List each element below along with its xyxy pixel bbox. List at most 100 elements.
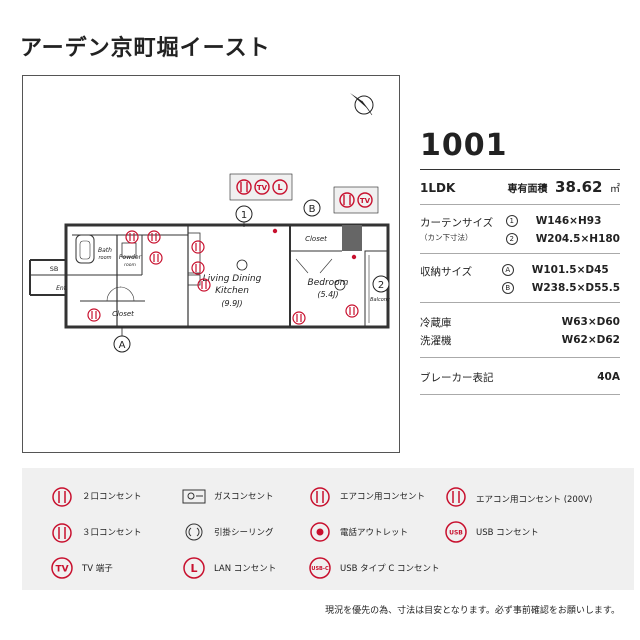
fridge-label: 冷蔵庫 [420, 316, 452, 329]
legend-item-ceiling-hook: 引掛シーリング [182, 520, 274, 544]
ceiling-hook-icon [334, 279, 346, 291]
storage-size-section: 収納サイズ A W101.5×D45 B W238.5×D55.5 [420, 264, 620, 303]
storage-a-mark: A [501, 264, 514, 276]
gas-outlet-icon [182, 489, 206, 504]
curtain-size-section: カーテンサイズ （カン下寸法） 1 W146×H93 2 W204.5×H180 [420, 215, 620, 254]
fridge-row: 冷蔵庫 W63×D60 [420, 313, 620, 331]
ldk-label-line1: Living Dining [203, 274, 262, 284]
appliance-section: 冷蔵庫 W63×D60 洗濯機 W62×D62 [420, 313, 620, 358]
svg-text:2: 2 [378, 280, 384, 291]
breaker-value: 40A [597, 371, 620, 383]
legend-panel: ２口コンセント ガスコンセント エアコン用コンセント エアコン用コンセント (2… [22, 468, 634, 590]
legend-item-outlet-2: ２口コンセント [50, 484, 142, 508]
svg-text:A: A [119, 340, 126, 351]
svg-text:TV: TV [360, 197, 371, 205]
legend-item-outlet-3: ３口コンセント [50, 520, 142, 544]
outlet-2-icon [87, 308, 101, 322]
usb-c-outlet-icon: USB-C [309, 557, 331, 579]
svg-text:L: L [277, 183, 282, 192]
outlet-cluster-bedroom: TV [333, 186, 379, 214]
floor-plan: Living Dining Kitchen (9.9J) Bedroom (5.… [29, 93, 391, 353]
property-title: アーデン京町堀イースト [20, 36, 271, 61]
storage-row-a: A W101.5×D45 [501, 264, 620, 276]
compass-icon [350, 93, 374, 116]
curtain-row-2: 2 W204.5×H180 [505, 233, 620, 245]
washer-value: W62×D62 [561, 334, 620, 346]
washer-label: 洗濯機 [420, 334, 452, 347]
window-marker-2: 2 [372, 275, 390, 293]
window-2-mark: 2 [505, 233, 518, 245]
footer-note: 現況を優先の為、寸法は目安となります。必ず事前確認をお願いします。 [325, 606, 620, 616]
svg-text:USB: USB [449, 530, 463, 537]
curtain-label: カーテンサイズ [420, 217, 494, 229]
storage-b-value: W238.5×D55.5 [531, 282, 620, 294]
outlet-2-icon [125, 230, 139, 244]
washer-row: 洗濯機 W62×D62 [420, 331, 620, 349]
lan-outlet-icon: L [272, 179, 288, 195]
layout-area-row: 1LDK 専有面積 38.62 ㎡ [420, 178, 620, 205]
legend-item-usb: USB USB コンセント [444, 520, 539, 544]
tv-terminal-icon: TV [254, 179, 270, 195]
floor-plan-frame [22, 75, 400, 453]
legend-item-lan: L LAN コンセント [182, 556, 276, 580]
outlet-2-icon [191, 261, 205, 275]
outlet-2-icon [292, 311, 306, 325]
bath-sub-label: room [98, 255, 111, 261]
lan-outlet-icon: L [183, 557, 205, 579]
tv-terminal-icon: TV [357, 192, 373, 208]
outlet-2-icon [52, 487, 72, 507]
plan-outlets [87, 230, 359, 325]
svg-text:TV: TV [257, 184, 268, 192]
storage-b-mark: B [501, 282, 514, 294]
legend-item-tv: TV TV 端子 [50, 556, 113, 580]
outlet-2-icon [197, 278, 211, 292]
outlet-cluster-ldk: TV L [229, 173, 293, 201]
storage-marker-a: A [113, 327, 131, 353]
powder-label: Powder [119, 254, 142, 261]
area-group: 専有面積 38.62 ㎡ [508, 178, 620, 196]
ldk-size: (9.9J) [221, 299, 242, 308]
outlet-2-icon [191, 240, 205, 254]
closet-bottom-label: Closet [112, 310, 134, 318]
tv-terminal-icon: TV [51, 557, 73, 579]
usb-outlet-icon: USB [445, 521, 467, 543]
area-unit: ㎡ [610, 184, 620, 195]
fridge-value: W63×D60 [561, 316, 620, 328]
legend-item-ac-200v: エアコン用コンセント (200V) [444, 484, 592, 514]
spec-panel: 1001 1LDK 専有面積 38.62 ㎡ カーテンサイズ （カン下寸法） 1… [420, 128, 620, 405]
outlet-2-icon [149, 251, 163, 265]
phone-outlets [272, 228, 357, 260]
outlet-3-icon [52, 523, 72, 543]
sb-label: SB [50, 265, 59, 273]
layout-type: 1LDK [420, 181, 456, 195]
svg-text:1: 1 [241, 210, 247, 221]
svg-text:TV: TV [55, 565, 68, 575]
bath-label: Bath [98, 247, 112, 254]
breaker-row: ブレーカー表記 40A [420, 368, 620, 386]
storage-label: 収納サイズ [420, 266, 473, 278]
outlet-2-icon [147, 230, 161, 244]
ceiling-hook-icon [185, 523, 203, 541]
area-value: 38.62 [555, 178, 603, 196]
ldk-label-line2: Kitchen [215, 286, 249, 296]
legend-item-usb-c: USB-C USB タイプ C コンセント [308, 556, 440, 580]
ac-outlet-icon [345, 304, 359, 318]
powder-sub-label: room [124, 262, 136, 268]
room-number: 1001 [420, 128, 620, 170]
curtain-1-value: W146×H93 [535, 215, 602, 227]
bedroom-label: Bedroom [308, 278, 349, 288]
entrance-label: Ent. [56, 285, 68, 292]
curtain-2-value: W204.5×H180 [535, 233, 620, 245]
curtain-sublabel: （カン下寸法） [420, 233, 473, 242]
window-marker-1: 1 [235, 205, 253, 227]
breaker-label: ブレーカー表記 [420, 371, 494, 384]
balcony-label: Balcony [370, 297, 391, 303]
storage-row-b: B W238.5×D55.5 [501, 282, 620, 294]
outlet-2-icon [236, 179, 252, 195]
legend-item-ac: エアコン用コンセント [308, 484, 425, 508]
bedroom-size: (5.4J) [317, 290, 338, 299]
ac-outlet-icon [310, 487, 330, 507]
window-1-mark: 1 [505, 215, 518, 227]
svg-text:B: B [309, 204, 316, 215]
phone-outlet-icon [310, 522, 330, 542]
